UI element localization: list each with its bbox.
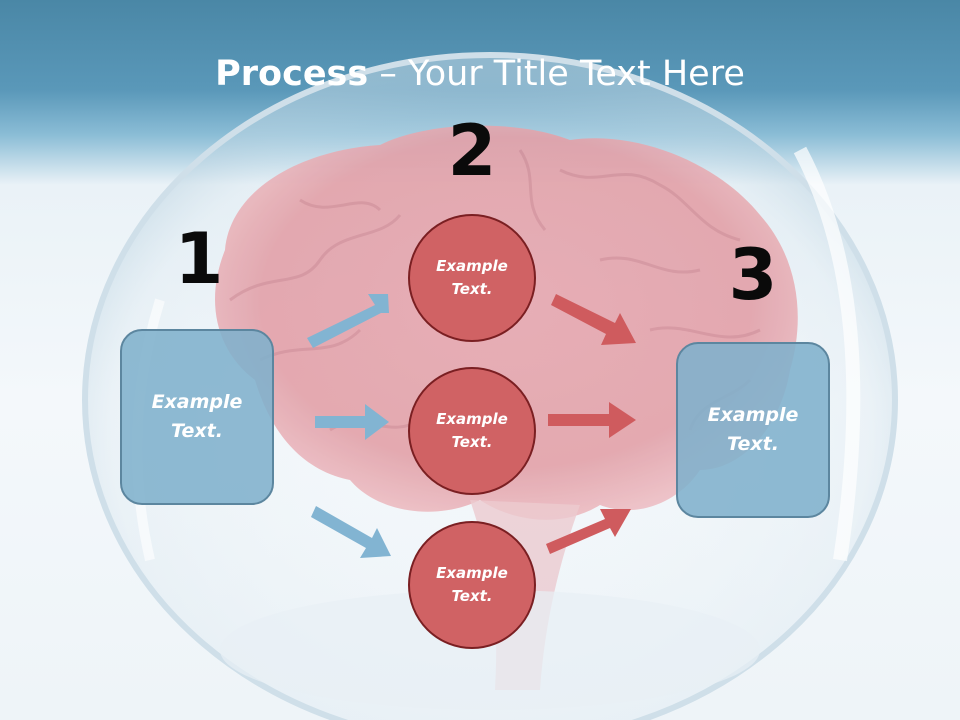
step-2-circle-middle: Example Text.: [408, 367, 536, 495]
arrow-left-middle: [315, 404, 389, 440]
step-3-box: Example Text.: [676, 342, 830, 518]
step-number-1: 1: [174, 218, 224, 300]
circle-middle-text: Example Text.: [436, 410, 508, 451]
step-number-2: 2: [447, 110, 497, 192]
arrow-left-down: [311, 506, 391, 558]
circle-bottom-text: Example Text.: [436, 564, 508, 605]
step-3-box-text: Example Text.: [707, 404, 799, 455]
step-2-circle-top: Example Text.: [408, 214, 536, 342]
title-rest: – Your Title Text Here: [368, 54, 745, 94]
title-bold: Process: [215, 54, 369, 94]
arrow-right-up: [551, 294, 636, 345]
arrow-right-down: [546, 509, 631, 554]
slide-title: Process – Your Title Text Here: [0, 52, 960, 96]
step-1-box-text: Example Text.: [151, 391, 243, 442]
arrow-left-up: [307, 294, 389, 348]
step-2-circle-bottom: Example Text.: [408, 521, 536, 649]
step-number-3: 3: [728, 234, 778, 316]
step-1-box: Example Text.: [120, 329, 274, 505]
circle-top-text: Example Text.: [436, 257, 508, 298]
arrow-right-middle: [548, 402, 636, 438]
